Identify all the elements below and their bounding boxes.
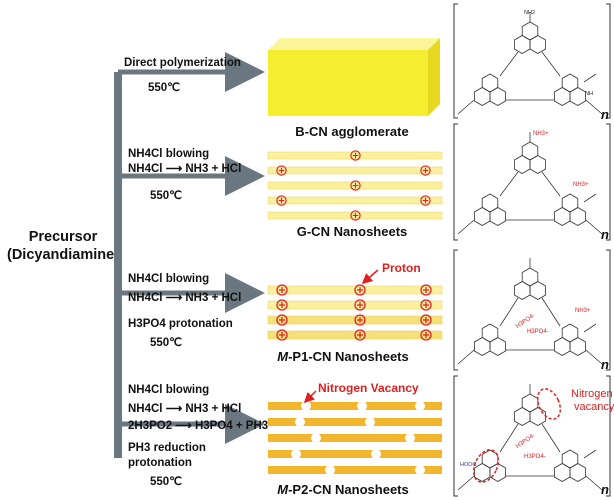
bridge-bond [499, 297, 519, 327]
triazine-ring [529, 155, 546, 174]
nh3-label-2: NH3+ [573, 182, 589, 188]
nh3-label-3: NH3+ [575, 308, 591, 314]
bridge-bond [585, 219, 603, 235]
heptazine-network [457, 384, 603, 491]
triazine-ring [514, 35, 531, 54]
route2-step2: NH4Cl ⟶ NH3 + HCl [128, 163, 241, 175]
bridge-bond [457, 219, 475, 235]
triazine-ring [554, 207, 571, 226]
route2-temp: 550℃ [150, 189, 182, 202]
triazine-ring [569, 207, 586, 226]
route4-step5: protonation [128, 457, 192, 469]
triazine-ring [529, 35, 546, 54]
triazine-ring [554, 87, 571, 106]
vacancy-ring-1 [536, 388, 562, 420]
route4-title: M-P2-CN Nanosheets [277, 482, 408, 497]
triazine-ring [489, 207, 506, 226]
p2-cn-sheets [268, 390, 442, 475]
bridge-bond [541, 297, 561, 327]
triazine-ring [489, 87, 506, 106]
route3-step2: NH4Cl ⟶ NH3 + HCl [128, 292, 241, 304]
bridge-bond [457, 475, 475, 491]
precursor-sub-label: (Dicyandiamine) [7, 247, 119, 263]
triazine-ring [554, 463, 571, 482]
g-cn-sheets [267, 150, 443, 221]
triazine-ring [569, 337, 586, 356]
vacancy-ring-2 [472, 449, 500, 483]
bulk-block [268, 38, 440, 116]
h3po4-label-3: H3PO4- [515, 433, 536, 450]
vacancy-callout: Nitrogen Vacancy [318, 381, 419, 395]
triazine-ring [529, 407, 546, 426]
bridge-bond [583, 323, 597, 333]
bridge-bond [585, 349, 603, 365]
hooc-label: HOOC [460, 462, 477, 468]
route4-temp: 550℃ [150, 475, 182, 488]
p1-cn-sheets [267, 269, 443, 341]
triazine-ring [474, 337, 491, 356]
heptazine-networks [457, 12, 603, 491]
heptazine-network [457, 132, 603, 235]
bridge-bond [583, 73, 597, 83]
triazine-ring [514, 281, 531, 300]
triazine-ring [474, 87, 491, 106]
precursor-label: Precursor [29, 229, 98, 245]
n-subscript-3: n [601, 357, 609, 372]
structure-panels [453, 3, 611, 497]
route3-step1: NH4Cl blowing [128, 273, 209, 285]
route3-step3: H3PO4 protonation [128, 318, 233, 330]
bridge-bond [541, 171, 561, 197]
route4-step1: NH4Cl blowing [128, 384, 209, 396]
route2-step1: NH4Cl blowing [128, 148, 209, 160]
bridge-bond [499, 171, 519, 197]
triazine-ring [489, 463, 506, 482]
n-subscript-1: n [601, 107, 609, 122]
heptazine-network [457, 12, 603, 115]
heptazine-network [457, 258, 603, 365]
n-subscript-2: n [601, 227, 609, 242]
bridge-bond [585, 475, 603, 491]
bridge-bond [499, 423, 519, 453]
triazine-ring [554, 337, 571, 356]
proton-callout: Proton [382, 261, 421, 275]
h3po4-label-1: H3PO4- [515, 313, 536, 330]
route2-title: G-CN Nanosheets [297, 224, 408, 239]
route4-step2: NH4Cl ⟶ NH3 + HCl [128, 403, 241, 415]
bridge-bond [583, 449, 597, 459]
triazine-ring [569, 463, 586, 482]
route1-temp: 550℃ [148, 81, 180, 94]
nh3-label-1: NH3+ [533, 131, 549, 137]
h3po4-label-2: H3PO4- [527, 329, 549, 335]
triazine-ring [474, 207, 491, 226]
bridge-bond [583, 193, 597, 203]
triazine-ring [514, 407, 531, 426]
route1-title: B-CN agglomerate [295, 124, 408, 139]
bridge-bond [541, 423, 561, 453]
h3po4-label-4: H3PO4- [524, 454, 546, 460]
vacancy-structure-label-1: Nitrogen [571, 388, 613, 400]
triazine-ring [514, 155, 531, 174]
triazine-ring [474, 463, 491, 482]
nh2-label: NH2 [524, 10, 535, 16]
vacancy-structure-label-2: vacancy [574, 401, 614, 413]
route1-step: Direct polymerization [124, 57, 241, 69]
nh-label: NH [585, 91, 593, 97]
bridge-bond [541, 51, 561, 77]
route4-step3: 2H3PO2 ⟶ H3PO4 + PH3 [128, 420, 268, 432]
triazine-ring [489, 337, 506, 356]
n-subscript-4: n [601, 482, 609, 497]
route4-step4: PH3 reduction [128, 442, 206, 454]
bridge-bond [457, 349, 475, 365]
route-arrows [114, 52, 265, 458]
triazine-ring [569, 87, 586, 106]
route3-temp: 550℃ [150, 336, 182, 349]
bridge-bond [499, 51, 519, 77]
bridge-bond [457, 99, 475, 115]
bridge-bond [585, 99, 603, 115]
route3-title: M-P1-CN Nanosheets [277, 349, 408, 364]
triazine-ring [529, 281, 546, 300]
